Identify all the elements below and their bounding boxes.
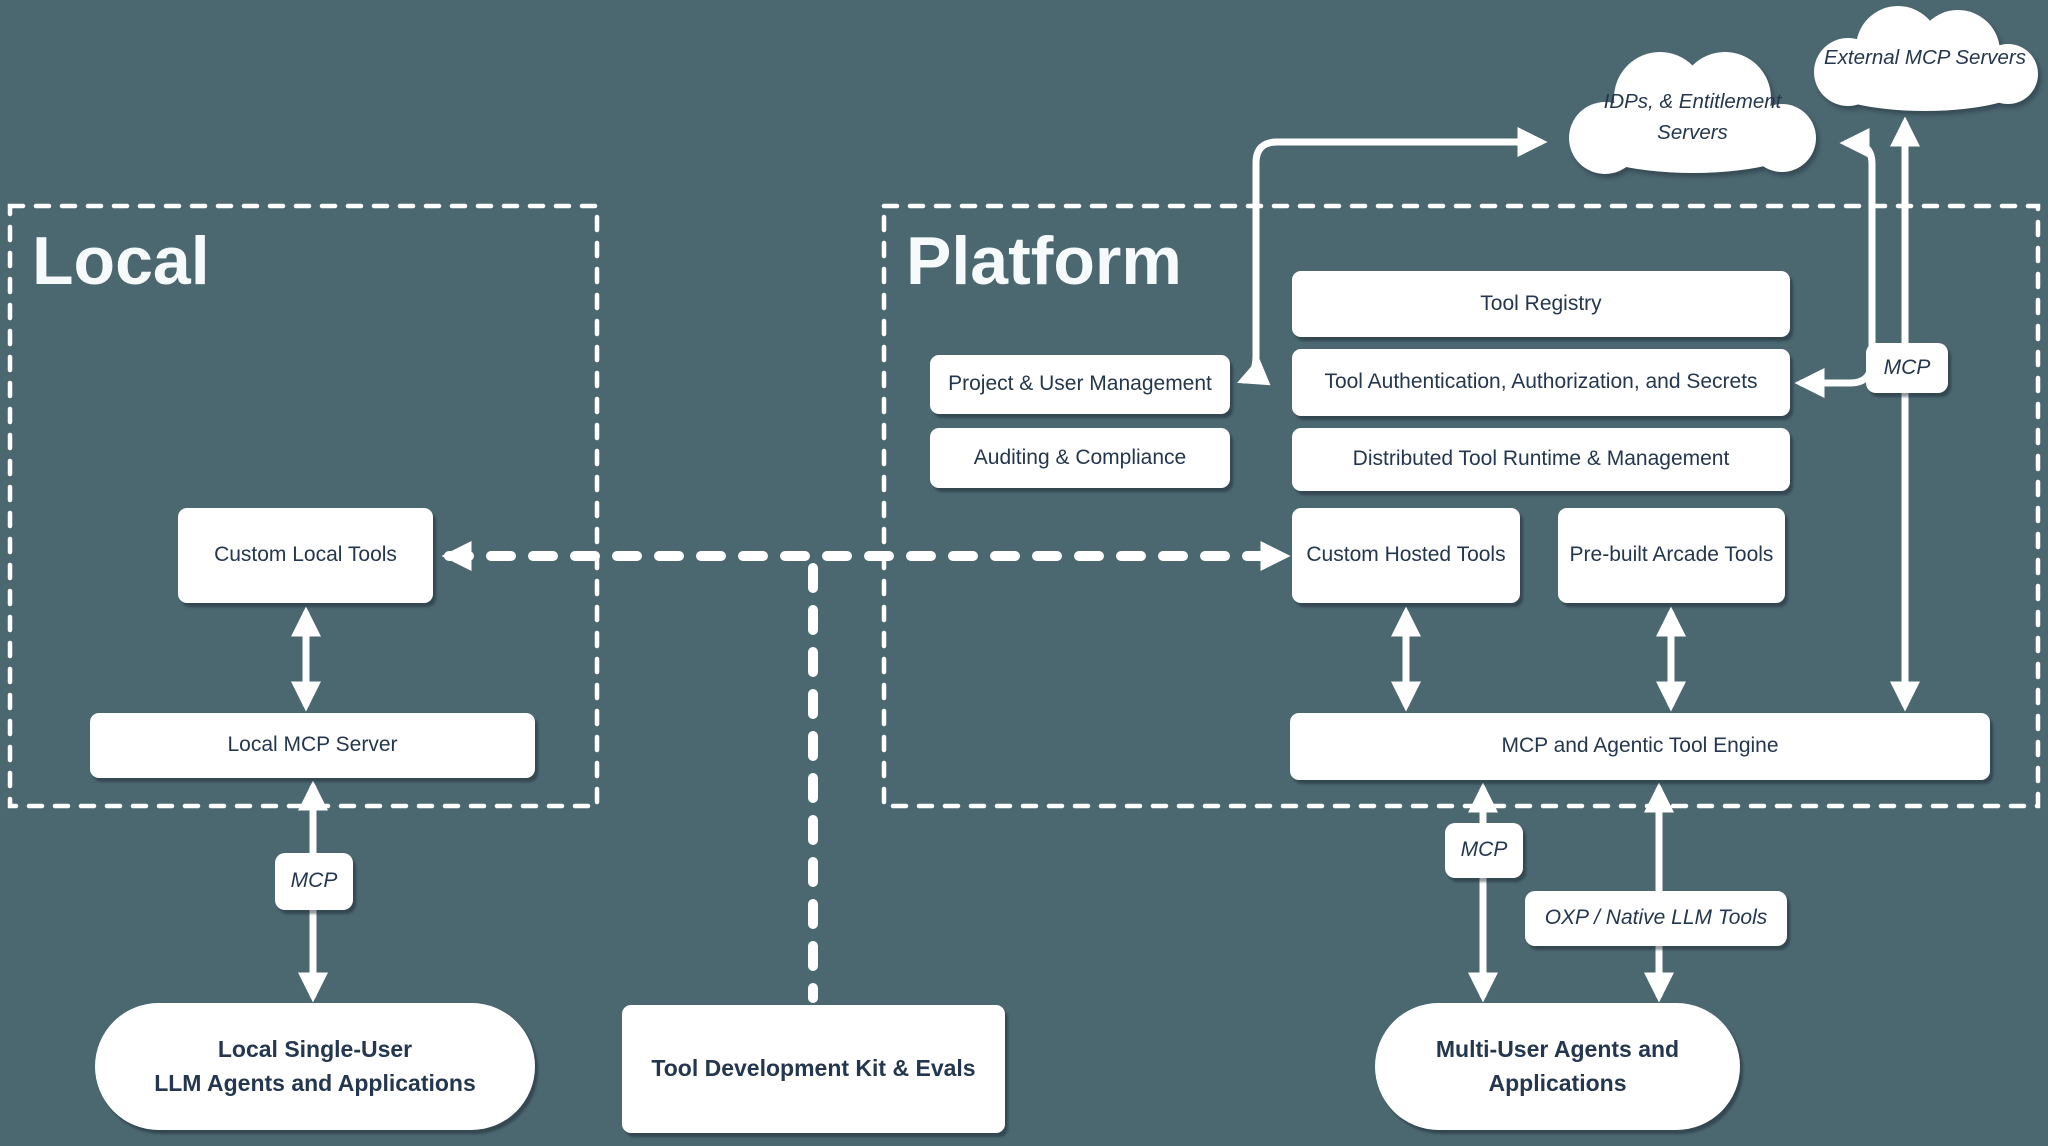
- node-prebuilt-arcade-tools: Pre-built Arcade Tools: [1558, 508, 1785, 603]
- node-tool-registry: Tool Registry: [1292, 271, 1790, 337]
- edge-label-mcp-external: MCP: [1866, 343, 1948, 393]
- external-mcp-cloud-icon: [1814, 6, 2038, 111]
- node-local-mcp-server: Local MCP Server: [90, 713, 535, 778]
- node-tool-dev-kit: Tool Development Kit & Evals: [622, 1005, 1005, 1133]
- node-distributed-runtime: Distributed Tool Runtime & Management: [1292, 428, 1790, 491]
- node-auditing-compliance: Auditing & Compliance: [930, 428, 1230, 488]
- edge-idps-toolauth: [1794, 128, 1876, 398]
- external-mcp-cloud-label: External MCP Servers: [1823, 45, 2027, 69]
- node-tool-auth: Tool Authentication, Authorization, and …: [1292, 349, 1790, 416]
- idps-cloud-icon: [1569, 52, 1816, 174]
- node-custom-local-tools: Custom Local Tools: [178, 508, 433, 603]
- node-local-agents: Local Single-User LLM Agents and Applica…: [95, 1003, 535, 1130]
- edge-label-oxp-native: OXP / Native LLM Tools: [1525, 891, 1787, 946]
- edge-label-mcp-local: MCP: [275, 853, 353, 910]
- edge-label-mcp-engine-agents: MCP: [1445, 823, 1523, 878]
- node-mcp-engine: MCP and Agentic Tool Engine: [1290, 713, 1990, 780]
- node-multi-user-agents: Multi-User Agents and Applications: [1375, 1003, 1740, 1130]
- node-custom-hosted-tools: Custom Hosted Tools: [1292, 508, 1520, 603]
- local-region-title: Local: [32, 223, 210, 299]
- platform-region-title: Platform: [906, 223, 1182, 299]
- idps-cloud-label: IDPs, & Entitlement Servers: [1603, 90, 1782, 144]
- node-project-user-mgmt: Project & User Management: [930, 355, 1230, 414]
- edge-projectmgmt-idps: [1237, 127, 1548, 386]
